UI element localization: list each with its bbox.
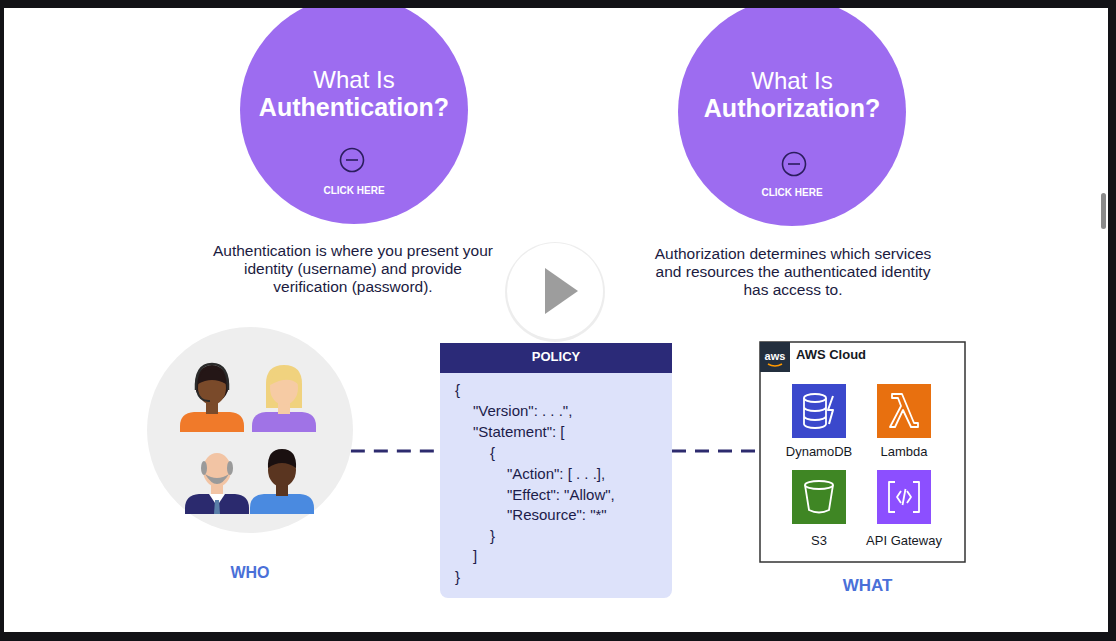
person-fringe — [198, 369, 226, 384]
who-label: WHO — [147, 563, 353, 583]
description-text: Authorization determines which services … — [651, 245, 935, 299]
person-shirt — [180, 412, 244, 432]
dashed-connector — [672, 450, 760, 453]
circle-fill — [678, 0, 906, 226]
topic-circle: What IsAuthorization? CLICK HERE — [678, 0, 906, 226]
group-border — [760, 342, 965, 562]
play-circle — [507, 243, 603, 339]
circle-heading: Authentication? — [240, 92, 468, 123]
service-tile — [877, 470, 931, 524]
service-icon: DynamoDB — [774, 384, 864, 462]
aws-cloud-group: awsAWS CloudWHATDynamoDBLambdaS3API Gate… — [760, 342, 965, 562]
person-tie — [214, 500, 220, 514]
policy-header-band — [440, 343, 672, 373]
policy-code-line: "Resource": "*" — [507, 505, 666, 524]
circle-heading: What Is — [240, 65, 468, 95]
scrollbar-thumb — [1101, 193, 1106, 229]
click-here-text: CLICK HERE — [240, 184, 468, 197]
play-shadow — [505, 242, 605, 342]
dashed-connector — [351, 450, 440, 453]
circle-heading: Authorization? — [678, 93, 906, 124]
person-shirt — [252, 412, 316, 432]
service-glyph — [805, 481, 833, 513]
service-label: Lambda — [859, 444, 949, 460]
policy-header: POLICY — [440, 349, 672, 365]
policy-code-line: "Action": [ . . .], — [507, 464, 666, 483]
service-label: DynamoDB — [774, 444, 864, 460]
collapse-icon-bar — [346, 159, 358, 161]
aws-logo-smile — [768, 364, 782, 366]
person-hair — [268, 449, 296, 468]
policy-code-line: { — [455, 380, 666, 399]
service-icon: API Gateway — [859, 470, 949, 548]
collapse-icon-bar — [788, 163, 800, 165]
person-headset — [196, 364, 228, 390]
service-glyph — [890, 394, 918, 427]
policy-code-line: "Statement": [ — [473, 422, 666, 441]
person-hair — [227, 461, 233, 475]
person-hair — [266, 365, 302, 408]
aws-logo-text: aws — [760, 349, 790, 363]
person-shirt — [185, 494, 249, 514]
play-button — [505, 242, 605, 342]
node-shape — [147, 327, 353, 533]
service-glyph — [889, 482, 919, 512]
service-glyph — [804, 394, 833, 428]
service-icon: S3 — [774, 470, 864, 548]
policy-code-line: { — [490, 443, 666, 462]
person-fringe — [270, 369, 298, 385]
service-tile — [877, 384, 931, 438]
circle-fill — [147, 327, 353, 533]
topic-circle: What IsAuthentication? CLICK HERE — [240, 0, 468, 224]
person-hair — [201, 461, 207, 475]
group-title: AWS Cloud — [796, 347, 956, 363]
service-tile — [792, 384, 846, 438]
person-shirt — [250, 494, 314, 514]
policy-code-line: } — [455, 567, 666, 586]
person-head — [203, 453, 231, 487]
person-beard — [205, 474, 229, 484]
people-illustration — [180, 364, 316, 514]
circle-fill — [240, 0, 468, 224]
policy-code-line: ] — [473, 546, 666, 565]
collapse-icon — [341, 149, 364, 172]
policy-code-line: "Version": . . .", — [473, 401, 666, 420]
policy-box: POLICY { "Version": . . .", "Statement": [ {… — [440, 343, 672, 598]
click-here-text: CLICK HERE — [678, 186, 906, 199]
service-icon: Lambda — [859, 384, 949, 462]
service-label: S3 — [774, 533, 864, 549]
what-label: WHAT — [765, 575, 970, 596]
aws-logo-box — [760, 342, 790, 372]
policy-body — [440, 343, 672, 598]
people-circle: WHO — [147, 327, 353, 533]
circle-heading: What Is — [678, 66, 906, 96]
service-tile — [792, 470, 846, 524]
collapse-icon — [783, 153, 806, 176]
policy-code-line: } — [490, 526, 666, 545]
policy-code-line: "Effect": "Allow", — [507, 485, 666, 504]
service-label: API Gateway — [859, 533, 949, 549]
play-triangle — [545, 268, 578, 314]
person-mic — [197, 391, 210, 401]
description-text: Authentication is where you present your… — [206, 242, 500, 296]
